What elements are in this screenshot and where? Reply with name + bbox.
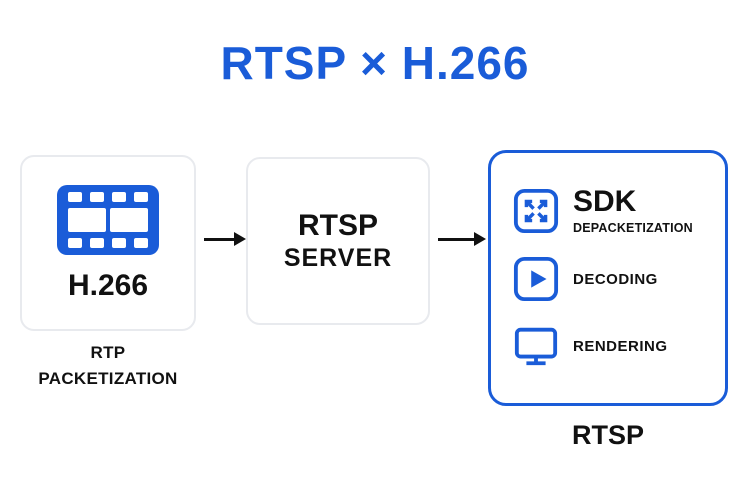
client-row-sdk: SDK DEPACKETIZATION [513,187,725,235]
client-item-label: RENDERING [573,337,668,355]
server-label-line2: SERVER [283,243,393,272]
source-label: H.266 [67,269,149,302]
arrow-server-to-client [438,232,486,246]
monitor-icon [513,323,559,369]
source-caption-line2: PACKETIZATION [38,369,178,389]
arrow-source-to-server [204,232,246,246]
server-label-line1: RTSP [297,209,378,243]
diagram-title: RTSP × H.266 [220,37,530,89]
client-caption: RTSP [571,420,644,450]
client-item-subtitle: DEPACKETIZATION [573,221,693,235]
client-node: SDK DEPACKETIZATION DECODING REN [488,150,728,406]
client-row-rendering: RENDERING [513,323,725,369]
server-node: RTSP SERVER [246,157,430,325]
source-caption: RTP PACKETIZATION [0,340,216,393]
source-node: H.266 [20,155,196,331]
film-icon [55,183,161,257]
client-item-title: SDK [573,185,637,218]
client-row-decoding: DECODING [513,256,725,302]
play-icon [513,256,559,302]
source-caption-line1: RTP [90,343,126,362]
client-item-label: DECODING [573,270,658,288]
expand-icon [513,188,559,234]
